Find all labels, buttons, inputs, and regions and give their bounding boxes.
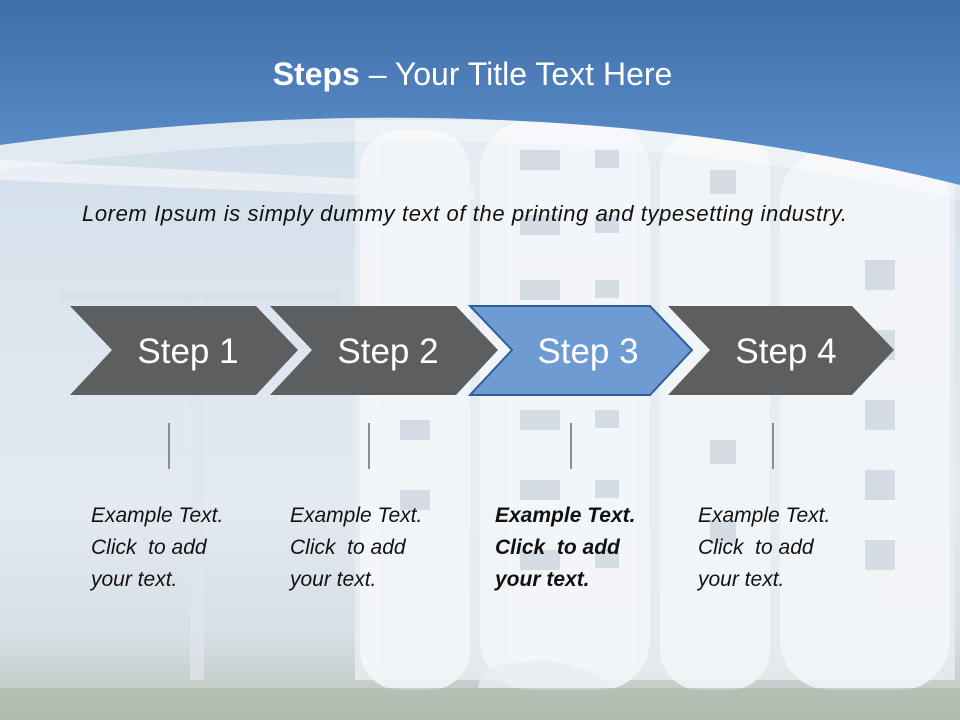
step-connector-2: [368, 423, 370, 469]
step-note-line: your text.: [698, 568, 785, 591]
step-note-line: Example Text.: [290, 504, 423, 527]
step-note-2[interactable]: Example Text. Click to add your text.: [290, 500, 460, 596]
step-note-line: Click to add: [91, 536, 207, 559]
step-chevron-4[interactable]: Step 4: [668, 306, 894, 395]
step-label-2: Step 2: [337, 332, 438, 371]
step-chevron-2[interactable]: Step 2: [270, 306, 498, 395]
step-chevron-3[interactable]: Step 3: [467, 305, 694, 396]
step-note-line: Click to add: [290, 536, 406, 559]
step-note-1[interactable]: Example Text. Click to add your text.: [91, 500, 261, 596]
step-note-line: your text.: [91, 568, 178, 591]
step-connector-1: [168, 423, 170, 469]
step-label-3: Step 3: [537, 332, 638, 371]
step-note-line: Click to add: [698, 536, 814, 559]
title-rest: – Your Title Text Here: [359, 56, 673, 92]
step-note-4[interactable]: Example Text. Click to add your text.: [698, 500, 868, 596]
step-label-4: Step 4: [735, 332, 836, 371]
step-note-line: your text.: [290, 568, 377, 591]
step-chevron-1[interactable]: Step 1: [70, 306, 298, 395]
title-bold: Steps: [272, 56, 360, 92]
step-note-3[interactable]: Example Text. Click to add your text.: [495, 500, 665, 596]
step-note-line: Example Text.: [91, 504, 224, 527]
step-note-line: Example Text.: [495, 504, 636, 527]
step-note-line: Example Text.: [698, 504, 831, 527]
step-connector-4: [772, 423, 774, 469]
step-connector-3: [570, 423, 572, 469]
slide-title: Steps – Your Title Text Here: [0, 52, 945, 96]
step-label-1: Step 1: [137, 332, 238, 371]
intro-paragraph: Lorem Ipsum is simply dummy text of the …: [82, 201, 848, 226]
step-note-line: your text.: [495, 568, 590, 591]
step-note-line: Click to add: [495, 536, 620, 559]
